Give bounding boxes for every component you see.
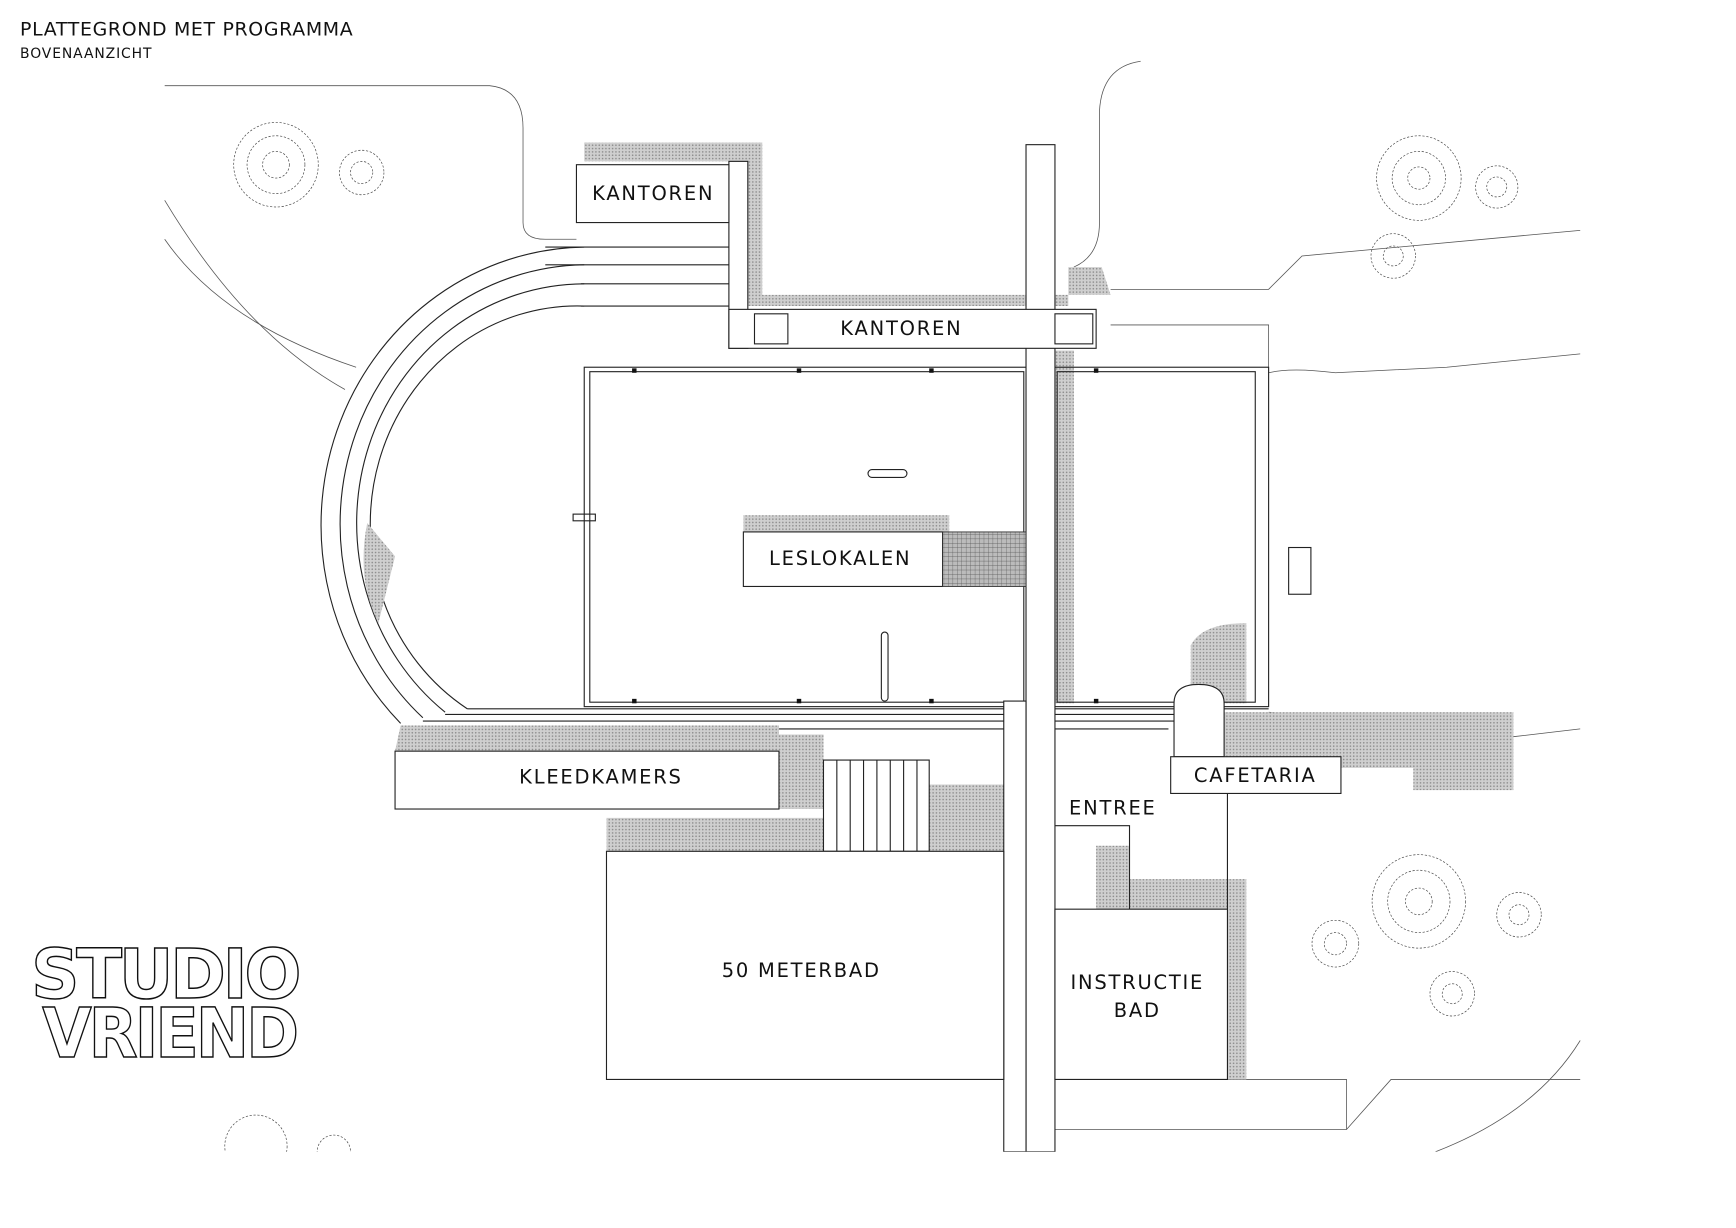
label-kantoren-bar: KANTOREN (840, 317, 962, 340)
label-bad: BAD (1114, 999, 1161, 1022)
label-entree: ENTREE (1069, 797, 1157, 820)
walkways (728, 144, 1056, 1153)
tree-icon (1371, 854, 1466, 949)
room-kleedkamers: KLEEDKAMERS (394, 750, 780, 810)
tree-icon (1376, 135, 1462, 221)
room-50-meterbad: 50 METERBAD (605, 850, 1005, 1080)
tree-icon (1429, 971, 1475, 1017)
logo-line1: STUDIO (31, 935, 299, 1015)
room-instructiebad: INSTRUCTIE BAD (1054, 908, 1228, 1080)
label-kantoren-top: KANTOREN (592, 182, 714, 205)
room-kantoren-top: KANTOREN (575, 164, 730, 224)
plan-title: PLATTEGROND MET PROGRAMMA (20, 19, 353, 41)
logo-line2: VRIEND (42, 994, 296, 1074)
tree-icon (1370, 233, 1416, 279)
tree-icon (1496, 892, 1542, 938)
tree-icon (233, 122, 319, 208)
room-cafetaria: CAFETARIA (1170, 683, 1342, 794)
room-leslokalen: LESLOKALEN (742, 531, 1027, 588)
tree-icon (1475, 165, 1519, 209)
tree-icon (339, 149, 385, 196)
studio-logo: STUDIO VRIEND (30, 934, 303, 1074)
label-cafetaria: CAFETARIA (1194, 764, 1317, 787)
tree-icon (1311, 919, 1360, 968)
label-50-meterbad: 50 METERBAD (722, 959, 881, 982)
label-kleedkamers: KLEEDKAMERS (519, 765, 683, 788)
label-leslokalen: LESLOKALEN (769, 547, 911, 570)
plan-subtitle: BOVENAANZICHT (20, 46, 152, 62)
label-instructie: INSTRUCTIE (1070, 971, 1204, 994)
room-kantoren-bar: KANTOREN (728, 308, 1097, 349)
main-hall (572, 366, 1312, 708)
crop-mask (0, 1151, 1736, 1228)
